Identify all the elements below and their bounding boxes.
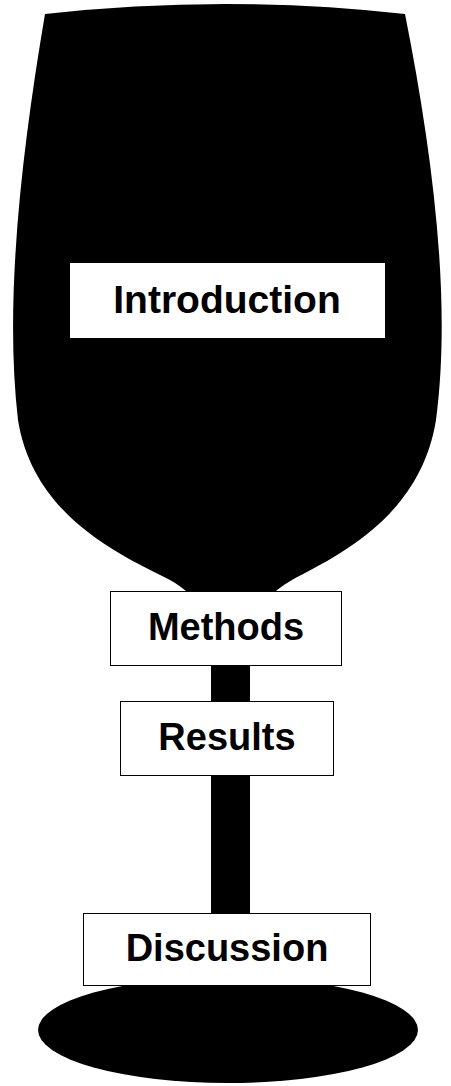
stem-label-box: Methods — [110, 591, 342, 666]
section-label: Introduction — [113, 278, 340, 323]
section-label: Discussion — [126, 927, 329, 971]
section-label: Methods — [148, 606, 304, 650]
bowl-label-box: Introduction — [70, 263, 385, 338]
section-label: Results — [158, 716, 295, 760]
glass-bowl-and-stem — [13, 4, 442, 990]
stem-label-box: Results — [120, 701, 334, 776]
stem-label-box: Discussion — [83, 913, 371, 986]
glass-base — [38, 977, 418, 1083]
